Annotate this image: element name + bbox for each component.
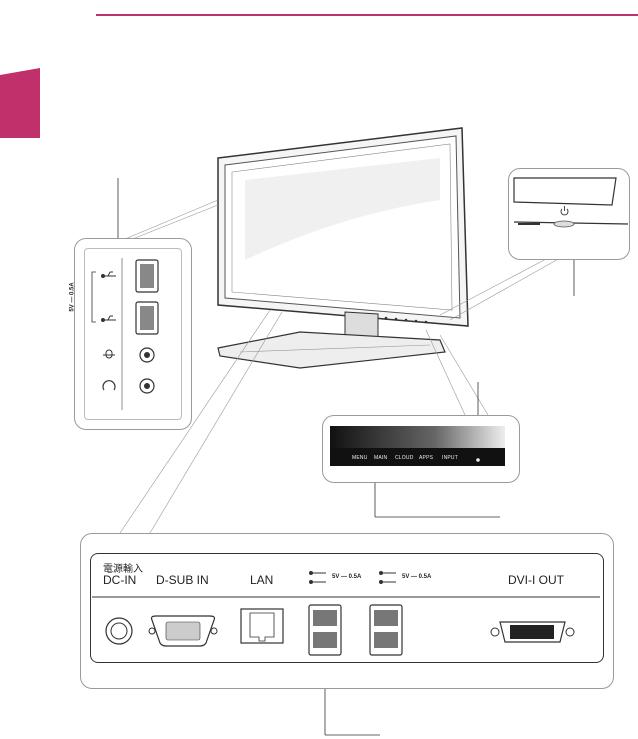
section-tab (0, 68, 40, 138)
front-button-main[interactable]: MAIN (374, 455, 388, 461)
dc-in-label: DC-IN (103, 573, 137, 587)
usb-spec-2: 5V — 0.5A (402, 574, 432, 580)
side-port-inner (84, 248, 182, 420)
front-button-menu[interactable]: MENU (352, 455, 368, 461)
usb-icon (101, 271, 116, 322)
usb-icon (309, 571, 396, 584)
usb-spec-1: 5V — 0.5A (332, 574, 362, 580)
dvi-out-label: DVI-I OUT (508, 573, 564, 587)
bezel-buttons (384, 316, 428, 324)
vga-port-icon (148, 615, 218, 647)
dc-jack-icon (105, 617, 133, 645)
dsub-in-label: D-SUB IN (156, 573, 209, 587)
lan-label: LAN (250, 573, 274, 587)
front-button-cloud[interactable]: CLOUD (395, 455, 414, 461)
front-button-input[interactable]: INPUT (442, 455, 458, 461)
headphone-icon (102, 380, 116, 391)
front-button-apps[interactable]: APPS (419, 455, 434, 461)
mic-icon (103, 349, 115, 359)
power-icon (560, 206, 569, 216)
header-rule (96, 14, 638, 16)
dvi-port-icon (490, 621, 575, 643)
dc-in-label-cn: 電源輸入 (103, 564, 143, 575)
lan-port-icon (240, 608, 284, 644)
